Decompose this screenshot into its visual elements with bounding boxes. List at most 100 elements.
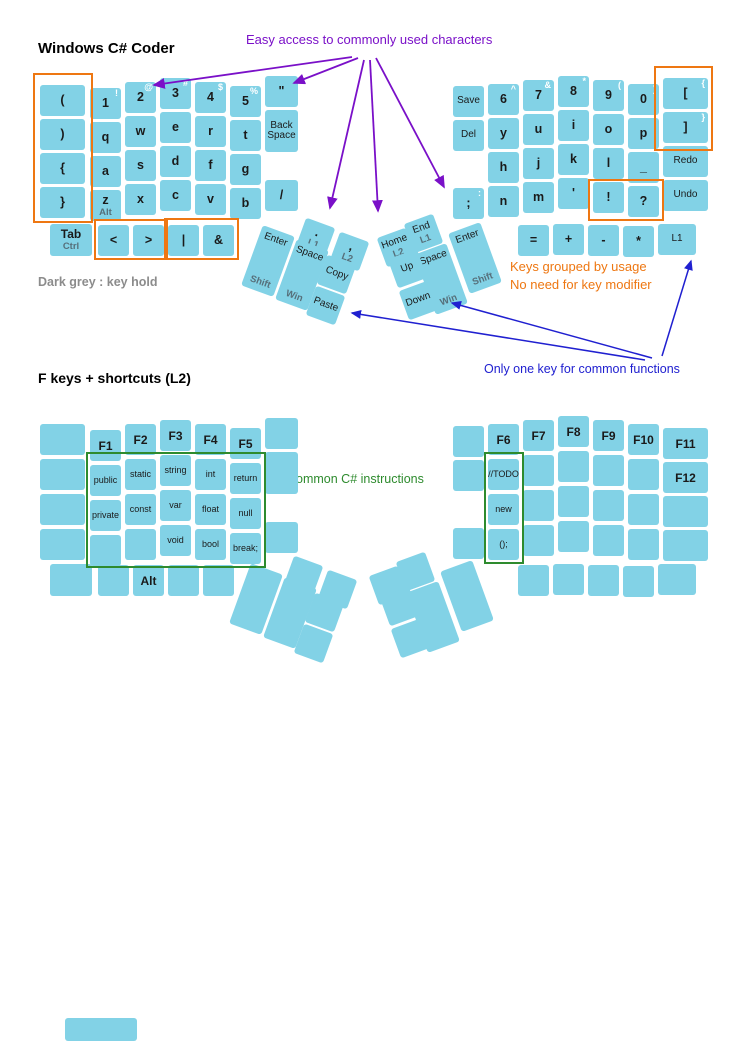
key-label: Enter [262, 230, 289, 250]
key-label: return [233, 473, 258, 483]
key-label: F5 [238, 436, 253, 451]
key-null: null [230, 498, 261, 529]
shift-symbol-label: @ [144, 82, 153, 92]
key-blank [523, 490, 554, 521]
key-blank [265, 418, 298, 449]
key-8: *8 [558, 76, 589, 107]
key-f9: F9 [593, 420, 624, 451]
key-label: = [529, 233, 538, 248]
key-d: d [160, 146, 191, 177]
key-brace-close: } [40, 187, 85, 218]
key-label: 4 [207, 90, 214, 105]
key-slash: / [265, 180, 298, 211]
key-blank [265, 522, 298, 553]
key-blank [553, 564, 584, 595]
key-f6: F6 [488, 424, 519, 455]
key-del: Del [453, 120, 484, 151]
key-semicolon: :; [453, 188, 484, 219]
key-blank [558, 451, 589, 482]
key-plus: + [553, 224, 584, 255]
key-blank [168, 565, 199, 596]
key-label: F12 [675, 470, 696, 485]
shift-symbol-label: { [701, 78, 705, 88]
key-c: c [160, 180, 191, 211]
key-q: q [90, 122, 121, 153]
key-label: u [534, 122, 543, 137]
key-label: x [137, 192, 144, 207]
key-label: k [570, 152, 577, 167]
key-m: m [523, 182, 554, 213]
arrow-one-key-paste [350, 309, 646, 361]
key-hold-label: Alt [99, 207, 112, 218]
key-label: a [102, 164, 109, 179]
key-label: var [169, 500, 182, 510]
key-label: / [279, 188, 284, 203]
key-ampersand: & [203, 225, 234, 256]
key-label: 0 [640, 92, 647, 107]
key-label: 5 [242, 94, 249, 109]
key-blank [623, 566, 654, 597]
highlight-box-cs-keywords-left [86, 452, 266, 568]
key-2: @2 [125, 82, 156, 113]
key-blank [40, 459, 85, 490]
key-alt-layer2: Alt [133, 565, 164, 596]
key-label: ' [572, 186, 575, 201]
key-v: v [195, 184, 226, 215]
key-bracket-open: {[ [663, 78, 708, 109]
key-static: static [125, 459, 156, 490]
key-label: r [208, 124, 213, 139]
key-label: Paste [311, 295, 340, 315]
key-double-quote: " [265, 76, 298, 107]
key-label: + [564, 232, 573, 247]
key-label: static [129, 469, 151, 479]
key-save: Save [453, 86, 484, 117]
key-string: string [160, 455, 191, 486]
key-blank [628, 529, 659, 560]
key-apostrophe: ' [558, 178, 589, 209]
key-label: c [172, 188, 179, 203]
annotation-one-key: Only one key for common functions [484, 362, 680, 376]
arrow-easy-access-right-half [375, 57, 445, 189]
key-label: 2 [137, 90, 144, 105]
key-label: ( [60, 93, 65, 108]
key-i: i [558, 110, 589, 141]
key-label: F4 [203, 432, 218, 447]
key-undo: Undo [663, 180, 708, 211]
key-label: Space [294, 243, 325, 264]
key-blank [40, 494, 85, 525]
key-label: 1 [102, 96, 109, 111]
key-label: o [604, 122, 613, 137]
shift-symbol-label: } [701, 112, 705, 122]
key-label: private [91, 510, 119, 520]
key-f11: F11 [663, 428, 708, 459]
key-label: F11 [675, 436, 696, 451]
annotation-keys-grouped: Keys grouped by usage [510, 259, 647, 274]
key-blank [628, 494, 659, 525]
key-label: Redo [673, 155, 698, 167]
shift-symbol-label: ( [618, 80, 621, 90]
layer2-title: F keys + shortcuts (L2) [38, 370, 191, 386]
key-label: F1 [98, 438, 113, 453]
key-blank [593, 455, 624, 486]
key-greater-than: > [133, 225, 164, 256]
key-1: !1 [90, 88, 121, 119]
key-blank [663, 530, 708, 561]
key-label: > [144, 233, 153, 248]
key-label: int [205, 469, 216, 479]
key-label: " [278, 84, 285, 99]
key-label: } [60, 195, 65, 210]
key-label: { [60, 161, 65, 176]
key-blank [558, 486, 589, 517]
key-todo: //TODO [488, 459, 519, 490]
key-r: r [195, 116, 226, 147]
key-p: p [628, 118, 659, 149]
key-label: j [536, 156, 541, 171]
key-question: ? [628, 186, 659, 217]
key-float: float [195, 494, 226, 525]
key-label: Save [457, 95, 480, 107]
shift-symbol-label: % [249, 86, 258, 96]
key-blank [593, 525, 624, 556]
key-s: s [125, 150, 156, 181]
